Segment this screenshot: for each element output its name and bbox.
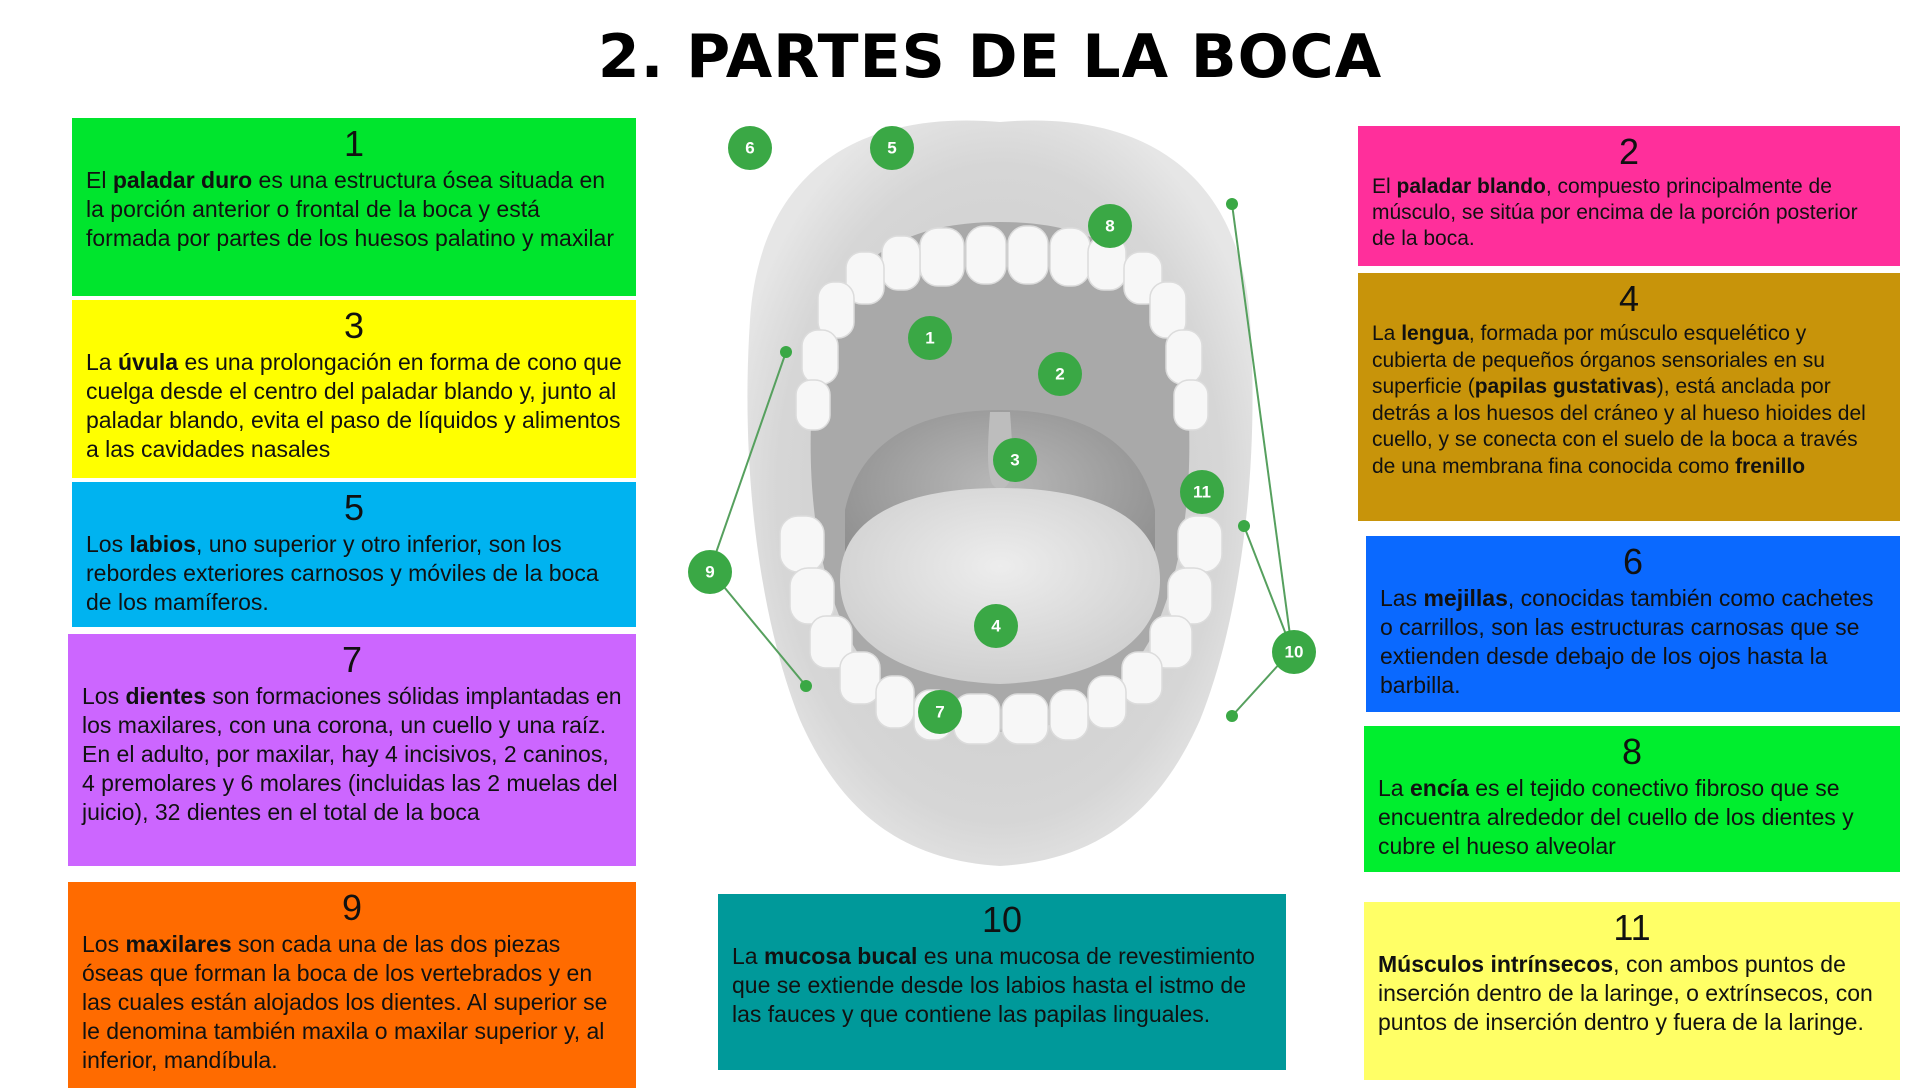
card-text: Los dientes son formaciones sólidas impl… <box>82 683 622 825</box>
card-number: 2 <box>1618 131 1640 172</box>
svg-text:1: 1 <box>925 329 934 348</box>
card-number: 10 <box>981 899 1023 940</box>
card-text: La mucosa bucal es una mucosa de revesti… <box>732 943 1255 1027</box>
card-mucosa-bucal: 10 La mucosa bucal es una mucosa de reve… <box>718 894 1286 1070</box>
card-text: El paladar blando, compuesto principalme… <box>1372 175 1858 250</box>
card-musculos: 11 Músculos intrínsecos, con ambos punto… <box>1364 902 1900 1080</box>
svg-text:11: 11 <box>1193 483 1211 502</box>
card-number: 9 <box>341 887 363 928</box>
term: paladar duro <box>112 167 253 193</box>
tongue <box>840 488 1160 684</box>
marker-5: 5 <box>870 126 914 170</box>
marker-10: 10 <box>1272 630 1316 674</box>
card-maxilares: 9 Los maxilares son cada una de las dos … <box>68 882 636 1088</box>
page-title: 2. PARTES DE LA BOCA <box>597 22 1383 92</box>
upper-teeth <box>795 225 1209 431</box>
card-lengua: 4 La lengua, formada por músculo esquelé… <box>1358 273 1900 521</box>
card-labios: 5 Los labios, uno superior y otro inferi… <box>72 482 636 627</box>
marker-4: 4 <box>974 604 1018 648</box>
card-text: La úvula es una prolongación en forma de… <box>86 349 622 462</box>
card-number: 7 <box>341 639 363 680</box>
marker-6: 6 <box>728 126 772 170</box>
svg-text:3: 3 <box>1010 451 1019 470</box>
card-text: Los maxilares son cada una de las dos pi… <box>82 931 608 1073</box>
term: papilas gustativas <box>1474 375 1657 398</box>
svg-text:4: 4 <box>991 617 1001 636</box>
term: maxilares <box>125 931 232 957</box>
card-paladar-blando: 2 El paladar blando, compuesto principal… <box>1358 126 1900 266</box>
svg-text:7: 7 <box>935 703 944 722</box>
term: úvula <box>117 349 179 375</box>
line-10-mid <box>1243 525 1293 651</box>
marker-7: 7 <box>918 690 962 734</box>
marker-9: 9 <box>688 550 732 594</box>
card-number: 5 <box>343 487 365 528</box>
term: frenillo <box>1735 454 1806 478</box>
term: Músculos intrínsecos <box>1378 951 1614 977</box>
card-uvula: 3 La úvula es una prolongación en forma … <box>72 300 636 478</box>
svg-text:10: 10 <box>1285 643 1304 662</box>
svg-text:9: 9 <box>705 563 714 582</box>
marker-8: 8 <box>1088 204 1132 248</box>
term: mejillas <box>1423 585 1508 611</box>
term: dientes <box>125 683 207 709</box>
marker-2: 2 <box>1038 352 1082 396</box>
connector-dots <box>780 198 1250 722</box>
term: lengua <box>1401 322 1469 345</box>
card-text: El paladar duro es una estructura ósea s… <box>86 167 615 251</box>
card-mejillas: 6 Las mejillas, conocidas también como c… <box>1366 536 1900 712</box>
term: mucosa bucal <box>763 943 918 969</box>
term: paladar blando <box>1396 175 1546 198</box>
term: encía <box>1409 775 1469 801</box>
marker-1: 1 <box>908 316 952 360</box>
card-number: 11 <box>1613 907 1651 948</box>
card-text: La encía es el tejido conectivo fibroso … <box>1378 775 1854 859</box>
card-paladar-duro: 1 El paladar duro es una estructura ósea… <box>72 118 636 296</box>
line-9-upper <box>709 351 787 571</box>
card-text: Las mejillas, conocidas también como cac… <box>1380 585 1874 698</box>
term: labios <box>129 531 196 557</box>
line-10-top <box>1231 203 1293 651</box>
card-number: 3 <box>343 305 365 346</box>
svg-text:6: 6 <box>745 139 754 158</box>
svg-text:5: 5 <box>887 139 896 158</box>
card-text: Músculos intrínsecos, con ambos puntos d… <box>1378 951 1873 1035</box>
card-encia: 8 La encía es el tejido conectivo fibros… <box>1364 726 1900 872</box>
card-text: Los labios, uno superior y otro inferior… <box>86 531 599 615</box>
line-9-lower <box>709 569 807 687</box>
card-text: La lengua, formada por músculo esqueléti… <box>1372 322 1866 478</box>
card-number: 1 <box>343 123 365 164</box>
card-number: 8 <box>1621 731 1643 772</box>
marker-11: 11 <box>1180 470 1224 514</box>
svg-text:8: 8 <box>1105 217 1114 236</box>
card-number: 4 <box>1618 278 1640 319</box>
card-dientes: 7 Los dientes son formaciones sólidas im… <box>68 634 636 866</box>
card-number: 6 <box>1622 541 1644 582</box>
marker-3: 3 <box>993 438 1037 482</box>
svg-text:2: 2 <box>1055 365 1064 384</box>
